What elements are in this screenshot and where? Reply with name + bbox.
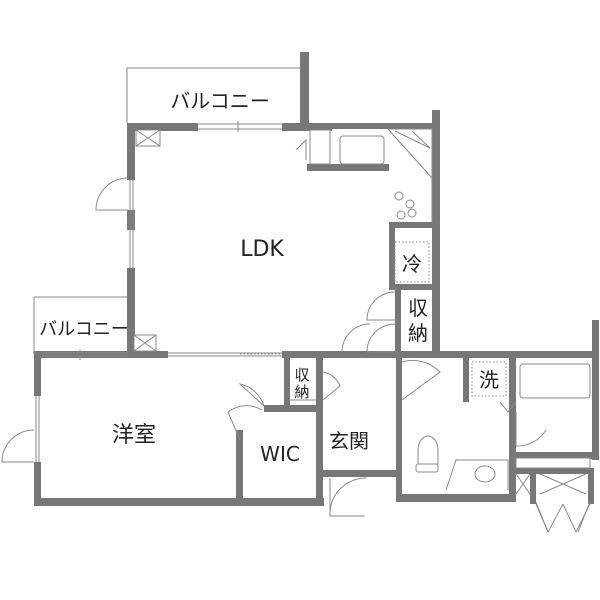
kitchen-fixtures bbox=[309, 128, 433, 283]
label-balcony-top: バルコニー bbox=[170, 89, 270, 113]
stove-burner-2 bbox=[405, 199, 415, 209]
label-storage-small-top: 収 bbox=[294, 366, 309, 384]
stove-burner-1 bbox=[394, 191, 404, 201]
windows bbox=[35, 121, 282, 462]
stove-burner-3 bbox=[396, 210, 406, 220]
stove-burner-4 bbox=[407, 208, 417, 218]
label-ldk: LDK bbox=[240, 237, 284, 262]
label-storage-right-top: 収 bbox=[408, 296, 428, 320]
label-bedroom: 洋室 bbox=[112, 423, 156, 448]
utility-fixtures bbox=[133, 129, 591, 495]
label-storage-right-bottom: 納 bbox=[408, 321, 428, 345]
linen-shelf bbox=[515, 457, 591, 469]
balcony-top-area bbox=[126, 52, 309, 126]
room-labels: バルコニー バルコニー LDK 洋室 WIC 玄関 収 納 収 納 冷 洗 bbox=[39, 89, 499, 466]
fridge-space bbox=[394, 241, 430, 283]
label-balcony-left: バルコニー bbox=[39, 319, 129, 340]
toilet bbox=[417, 435, 439, 465]
label-fridge: 冷 bbox=[402, 252, 422, 276]
label-wic: WIC bbox=[260, 442, 300, 466]
washer-space bbox=[471, 361, 507, 397]
label-entrance: 玄関 bbox=[329, 429, 369, 453]
kitchen-cabinet bbox=[309, 129, 331, 165]
label-storage-small-bottom: 納 bbox=[294, 383, 309, 401]
label-washer: 洗 bbox=[479, 368, 499, 392]
washbasin bbox=[474, 465, 496, 483]
doors bbox=[1, 138, 591, 533]
kitchen-sink bbox=[339, 135, 385, 165]
bathtub bbox=[519, 363, 591, 399]
walls bbox=[34, 110, 599, 506]
